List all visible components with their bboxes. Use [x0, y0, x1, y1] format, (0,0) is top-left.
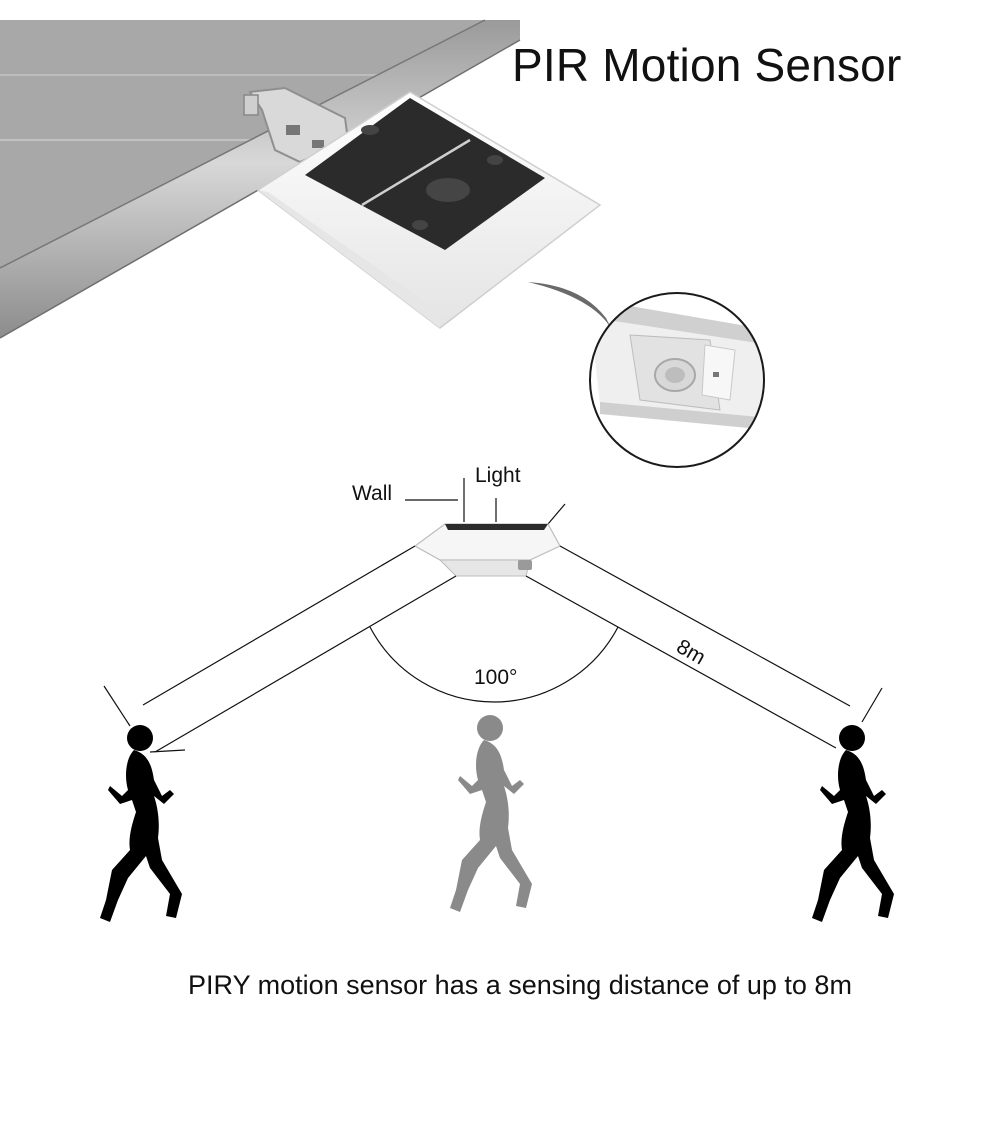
angle-label: 100° [474, 666, 518, 689]
sensing-diagram [100, 478, 894, 922]
runner-silhouette-right [812, 725, 894, 922]
caption: PIRY motion sensor has a sensing distanc… [188, 970, 852, 1000]
light-label: Light [475, 464, 521, 487]
sensor-fixture [413, 523, 561, 577]
solar-panel [305, 98, 545, 250]
solar-light-product [256, 91, 602, 329]
wall-label: Wall [352, 482, 393, 505]
product-photo [0, 19, 765, 468]
angle-arc [369, 626, 619, 703]
mounting-bracket [243, 86, 350, 164]
runner-silhouette-center [450, 715, 532, 912]
pir-sensor-zoom [589, 292, 765, 468]
runner-silhouette-left [100, 725, 182, 922]
gutter-pipe [0, 20, 520, 338]
page-title: PIR Motion Sensor [512, 39, 902, 91]
zoom-pointer [528, 282, 612, 330]
